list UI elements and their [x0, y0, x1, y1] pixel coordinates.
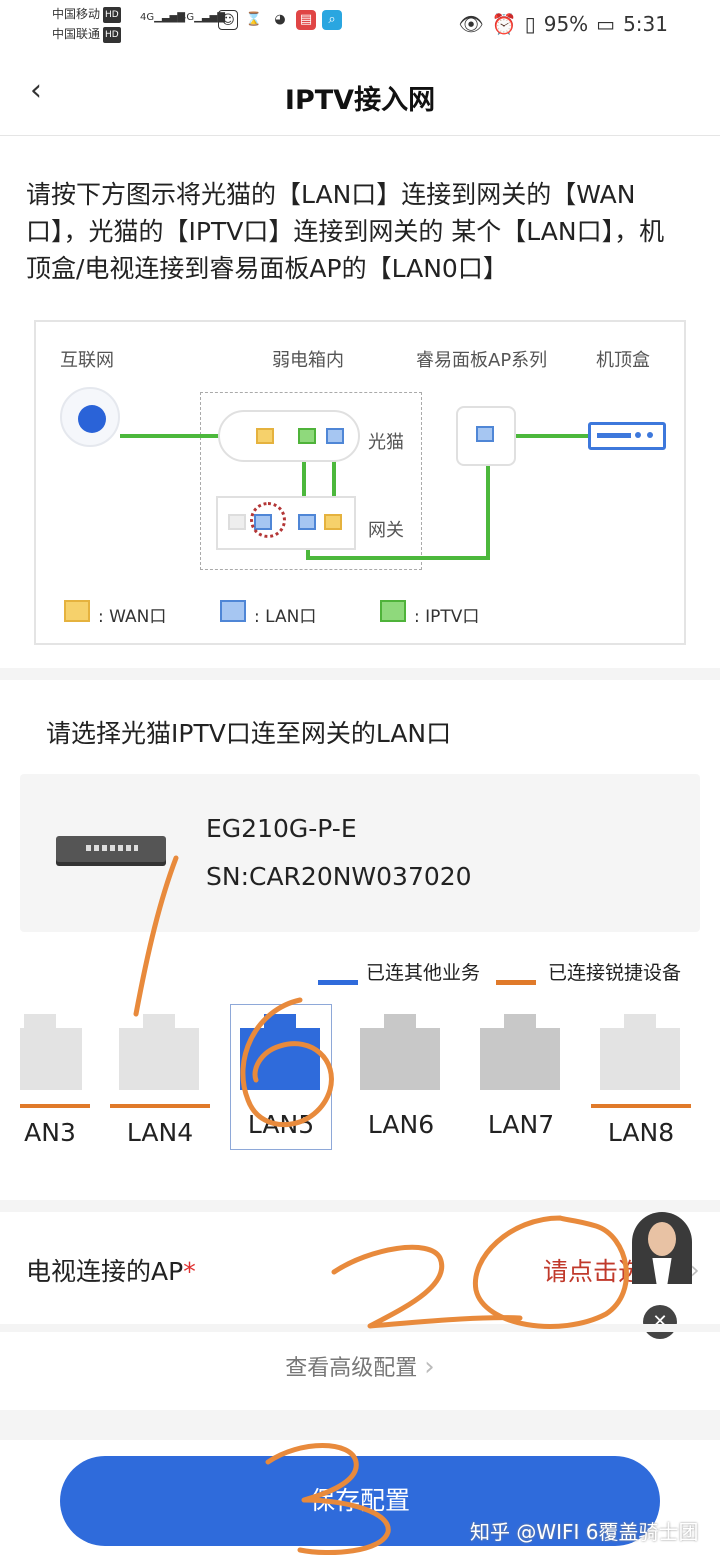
signal-2-icon: 4G▁▃▅▇: [180, 12, 225, 23]
legend-ruijie-line: [496, 980, 536, 985]
gateway-lan2-port: [298, 514, 316, 530]
legend-wan-label: : WAN口: [98, 607, 167, 627]
hourglass-icon: ⌛: [245, 12, 263, 27]
hd-badge: HD: [103, 27, 121, 43]
legend-iptv-swatch: [380, 600, 406, 622]
hd-badge: HD: [103, 7, 121, 23]
legend-wan-swatch: [64, 600, 90, 622]
legend-other-service-line: [318, 980, 358, 985]
section-divider: [0, 1324, 720, 1332]
line-gateway-ap-bottom: [306, 556, 490, 560]
nav-header: ‹ IPTV接入网: [0, 52, 720, 136]
port-lan3-label: AN3: [24, 1118, 76, 1147]
port-lan8-orange-line: [591, 1104, 691, 1108]
vibrate-icon: ▯: [524, 12, 536, 36]
device-sn: SN:CAR20NW037020: [206, 862, 472, 891]
search-app-icon: ⌕: [322, 10, 342, 30]
modem-lan2-port: [326, 428, 344, 444]
modem-label: 光猫: [368, 432, 404, 453]
line-lan-wan: [332, 442, 336, 512]
chevron-right-icon: ›: [424, 1352, 435, 1382]
watermark: 知乎 @WIFI 6覆盖骑士团: [470, 1520, 699, 1544]
carrier-1-name: 中国移动: [52, 7, 101, 21]
tv-ap-label: 电视连接的AP*: [26, 1257, 196, 1286]
alarm-icon: ⏰: [491, 12, 517, 36]
port-lan3[interactable]: [20, 1014, 82, 1090]
port-lan4-label: LAN4: [126, 1118, 194, 1147]
port-lan5-label: LAN5: [247, 1110, 315, 1139]
gateway-device: [216, 496, 356, 550]
diagram-label-box: 弱电箱内: [272, 350, 344, 371]
required-mark: *: [183, 1257, 196, 1286]
gateway-port-gray: [228, 514, 246, 530]
legend-lan-swatch: [220, 600, 246, 622]
modem-device: [218, 410, 360, 462]
modem-iptv-port: [298, 428, 316, 444]
connection-diagram: 互联网 弱电箱内 睿易面板AP系列 机顶盒 光猫 网关: [34, 320, 686, 645]
port-lan6-label: LAN6: [367, 1110, 435, 1139]
diagram-label-internet: 互联网: [60, 350, 114, 371]
tv-ap-row[interactable]: 电视连接的AP* 请点击选: [0, 1212, 720, 1322]
assistant-avatar[interactable]: [632, 1212, 692, 1284]
carrier-2-name: 中国联通: [52, 27, 101, 41]
port-lan3-orange-line: [20, 1104, 90, 1108]
close-icon[interactable]: ✕: [643, 1305, 677, 1339]
tv-ap-select-hint[interactable]: 请点击选: [543, 1257, 644, 1286]
notification-icons: ☺ ⌛ ◕ ▤ ⌕: [218, 10, 342, 30]
device-card: EG210G-P-E SN:CAR20NW037020: [20, 774, 700, 932]
gateway-label: 网关: [368, 520, 404, 541]
line-internet-modem: [120, 434, 256, 438]
section-divider: [0, 668, 720, 680]
ap-lan0-port: [476, 426, 494, 442]
port-lan8[interactable]: [600, 1014, 680, 1090]
highlight-ring: [250, 502, 286, 538]
instructions-text: 请按下方图示将光猫的【LAN口】连接到网关的【WAN口】，光猫的【IPTV口】连…: [26, 180, 665, 283]
modem-lan-port: [256, 428, 274, 444]
line-iptv-down: [302, 442, 306, 502]
port-lan4[interactable]: [119, 1014, 199, 1090]
face-app-icon: ☺: [218, 10, 238, 30]
wechat-icon: ◕: [274, 12, 286, 27]
line-ap-vertical: [486, 450, 490, 560]
port-lan6[interactable]: [360, 1014, 440, 1090]
battery-icon: ▭: [596, 12, 616, 36]
port-lan8-label: LAN8: [607, 1118, 675, 1147]
advanced-config-link[interactable]: 查看高级配置 ›: [0, 1350, 720, 1382]
advanced-config-label: 查看高级配置: [285, 1356, 418, 1381]
port-lan5[interactable]: [240, 1014, 320, 1090]
gateway-wan-port: [324, 514, 342, 530]
legend-other-service-label: 已连其他业务: [366, 962, 481, 984]
select-port-title: 请选择光猫IPTV口连至网关的LAN口: [46, 719, 452, 748]
book-app-icon: ▤: [296, 10, 316, 30]
status-right: 👁 ⏰ ▯ 95% ▭ 5:31: [458, 12, 668, 36]
legend-ruijie-label: 已连接锐捷设备: [548, 962, 682, 984]
port-lan4-orange-line: [110, 1104, 210, 1108]
router-image: [56, 836, 166, 862]
chevron-right-icon[interactable]: ›: [690, 1256, 700, 1284]
panel-ap-device: [456, 406, 516, 466]
section-divider: [0, 1200, 720, 1212]
diagram-label-stb: 机顶盒: [596, 350, 650, 371]
port-lan7[interactable]: [480, 1014, 560, 1090]
legend-iptv-label: : IPTV口: [414, 607, 480, 627]
set-top-box-icon: [588, 422, 666, 450]
page-title: IPTV接入网: [284, 85, 436, 116]
port-lan7-label: LAN7: [487, 1110, 555, 1139]
section-divider: [0, 1410, 720, 1440]
weak-current-box: [200, 392, 422, 570]
signal-1-icon: 4G▁▃▅▇: [140, 12, 185, 23]
line-ap-stb: [496, 434, 588, 438]
clock: 5:31: [623, 12, 668, 36]
back-chevron-icon[interactable]: ‹: [30, 73, 42, 108]
globe-icon: [60, 387, 120, 447]
diagram-label-ap: 睿易面板AP系列: [416, 350, 548, 371]
legend-lan-label: : LAN口: [254, 607, 317, 627]
eye-icon: 👁: [458, 12, 484, 36]
device-model: EG210G-P-E: [206, 814, 357, 843]
battery-percent: 95%: [543, 12, 589, 36]
